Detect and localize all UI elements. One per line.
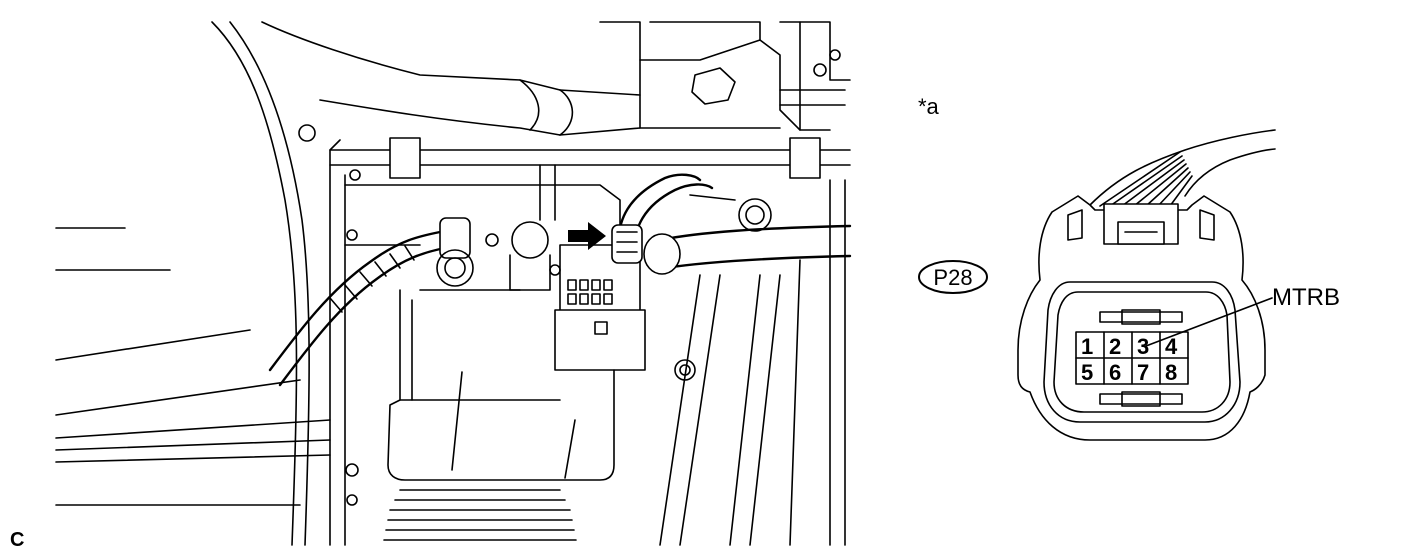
callout-leader-line [1145,297,1273,347]
engine-bay-illustration [55,21,852,546]
pin-number: 2 [1109,334,1121,359]
pin-number: 8 [1165,360,1177,385]
pin-number: 1 [1081,334,1093,359]
connector-id-badge: P28 [918,260,988,294]
connector-tag: *a [918,94,940,119]
pin-number: 6 [1109,360,1121,385]
arrow-right-icon [568,222,606,250]
pin-number: 4 [1165,334,1178,359]
pin-number: 3 [1137,334,1149,359]
pin-number: 5 [1081,360,1093,385]
connector-id-label: P28 [933,265,972,290]
connector-face-view: 1 2 3 4 5 6 7 8 [1017,129,1276,441]
terminal-callout: MTRB [1272,284,1340,311]
corner-label: C [10,529,24,551]
pin-number: 7 [1137,360,1149,385]
